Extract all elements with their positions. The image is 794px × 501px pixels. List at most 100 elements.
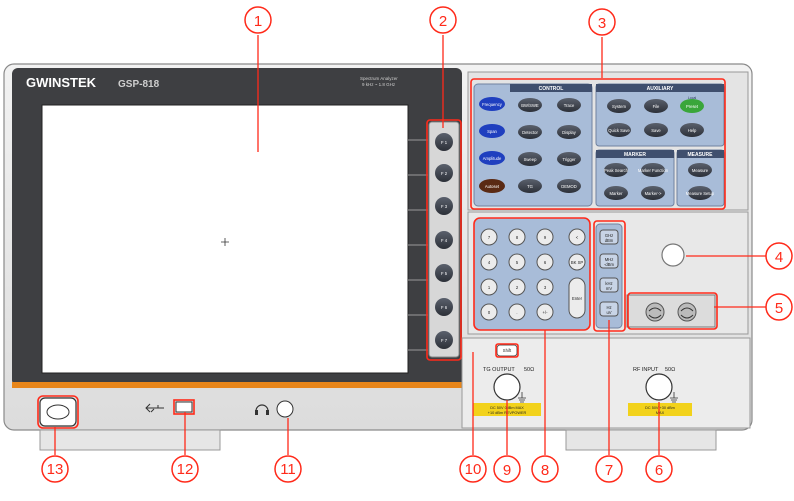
- svg-text:Frequency: Frequency: [482, 102, 503, 107]
- marker-to-key[interactable]: Marker->: [641, 186, 665, 200]
- svg-text:0: 0: [488, 310, 491, 315]
- svg-text:DEMOD: DEMOD: [561, 184, 577, 189]
- key-plus-minus[interactable]: +/-: [536, 303, 554, 321]
- f1-key[interactable]: F 1: [435, 133, 453, 151]
- svg-text:Marker->: Marker->: [645, 191, 662, 196]
- key-left[interactable]: <: [568, 228, 586, 246]
- display-key[interactable]: Display: [557, 125, 581, 139]
- callout-11: 11: [274, 455, 302, 483]
- rf-input-impedance: 50Ω: [665, 367, 675, 373]
- svg-text:System: System: [612, 104, 626, 109]
- key-0[interactable]: 0: [480, 303, 498, 321]
- svg-text:Marker: Marker: [609, 191, 623, 196]
- key-dot[interactable]: .: [508, 303, 526, 321]
- rf-ground-icon: [670, 392, 678, 403]
- rf-input-label: RF INPUT: [633, 367, 659, 373]
- svg-text:File: File: [653, 104, 660, 109]
- control-header: CONTROL: [539, 86, 564, 92]
- svg-text:2: 2: [439, 13, 447, 30]
- usb-port[interactable]: [175, 401, 193, 413]
- frequency-key[interactable]: Frequency: [479, 97, 505, 111]
- detector-key[interactable]: Detector: [518, 125, 542, 139]
- svg-text:13: 13: [47, 461, 64, 478]
- svg-text:Sweep: Sweep: [524, 157, 537, 162]
- f5-key[interactable]: F 5: [435, 264, 453, 282]
- bw-swe-key[interactable]: BW/SWE: [518, 98, 542, 112]
- file-key[interactable]: File: [644, 99, 668, 113]
- key-4[interactable]: 4: [480, 253, 498, 271]
- f2-key[interactable]: F 2: [435, 164, 453, 182]
- demod-key[interactable]: DEMOD: [557, 179, 581, 193]
- headphone-icon: [255, 404, 269, 415]
- svg-text:BK SP: BK SP: [571, 260, 584, 265]
- rotary-knob[interactable]: [661, 243, 685, 267]
- tg-output-connector[interactable]: [493, 373, 521, 401]
- f4-key[interactable]: F 4: [435, 231, 453, 249]
- svg-text:9: 9: [503, 462, 511, 479]
- svg-text:Trace: Trace: [564, 103, 575, 108]
- svg-text:.: .: [516, 310, 517, 315]
- shift-key[interactable]: Shift: [496, 344, 518, 357]
- key-5[interactable]: 5: [508, 253, 526, 271]
- svg-text:Quick Save: Quick Save: [608, 128, 630, 133]
- svg-text:dBm: dBm: [605, 238, 614, 243]
- peak-search-key[interactable]: Peak Search: [604, 163, 629, 177]
- key-1[interactable]: 1: [480, 278, 498, 296]
- headphone-jack[interactable]: [276, 400, 294, 418]
- arrow-up-down-key-right[interactable]: [677, 302, 697, 322]
- key-8[interactable]: 8: [508, 228, 526, 246]
- key-6[interactable]: 6: [536, 253, 554, 271]
- svg-text:11: 11: [280, 461, 296, 478]
- marker-key[interactable]: Marker: [604, 186, 628, 200]
- svg-text:Peak Search: Peak Search: [604, 168, 629, 173]
- callout-highlight-boxes: [37, 78, 726, 429]
- rf-input-connector[interactable]: [645, 373, 673, 401]
- callout-13: 13: [41, 455, 69, 483]
- power-button[interactable]: [39, 397, 77, 427]
- svg-text:12: 12: [177, 461, 194, 478]
- help-key[interactable]: Help: [680, 123, 704, 137]
- svg-text:Autoset: Autoset: [485, 184, 500, 189]
- span-key[interactable]: Span: [479, 124, 505, 138]
- trace-key[interactable]: Trace: [557, 98, 581, 112]
- arrow-up-down-key-left[interactable]: [645, 302, 665, 322]
- tg-output-label: TG OUTPUT: [483, 367, 515, 373]
- key-3[interactable]: 3: [536, 278, 554, 296]
- key-7[interactable]: 7: [480, 228, 498, 246]
- svg-text:Measure Setup: Measure Setup: [686, 191, 715, 196]
- tg-key[interactable]: TG: [518, 179, 542, 193]
- key-enter[interactable]: Enter: [568, 277, 586, 319]
- sweep-key[interactable]: Sweep: [518, 152, 542, 166]
- marker-function-key[interactable]: Marker Function: [638, 163, 669, 177]
- svg-text:1: 1: [488, 285, 491, 290]
- callout-12: 12: [171, 455, 199, 483]
- f6-key[interactable]: F 6: [435, 298, 453, 316]
- svg-text:BW/SWE: BW/SWE: [521, 103, 539, 108]
- measure-setup-key[interactable]: Measure Setup: [686, 186, 715, 200]
- f3-key[interactable]: F 3: [435, 197, 453, 215]
- f7-key[interactable]: F 7: [435, 331, 453, 349]
- key-2[interactable]: 2: [508, 278, 526, 296]
- amplitude-key[interactable]: Amplitude: [479, 151, 505, 165]
- callout-1: 1: [244, 6, 272, 34]
- preset-key[interactable]: Preset: [680, 99, 704, 113]
- svg-text:Shift: Shift: [503, 348, 512, 353]
- save-key[interactable]: Save: [644, 123, 668, 137]
- callout-9: 9: [493, 455, 521, 483]
- trigger-key[interactable]: Trigger: [557, 152, 581, 166]
- autoset-key[interactable]: Autoset: [479, 179, 505, 193]
- svg-text:3: 3: [598, 15, 606, 32]
- measure-key[interactable]: Measure: [688, 163, 712, 177]
- system-key[interactable]: System: [607, 99, 631, 113]
- key-backspace[interactable]: BK SP: [568, 253, 586, 271]
- key-9[interactable]: 9: [536, 228, 554, 246]
- svg-text:F 4: F 4: [441, 238, 448, 243]
- left-foot: [39, 429, 221, 451]
- quick-save-key[interactable]: Quick Save: [607, 123, 631, 137]
- auxiliary-header: AUXILIARY: [647, 86, 674, 92]
- mhz-key[interactable]: MHz-dBm: [599, 253, 619, 269]
